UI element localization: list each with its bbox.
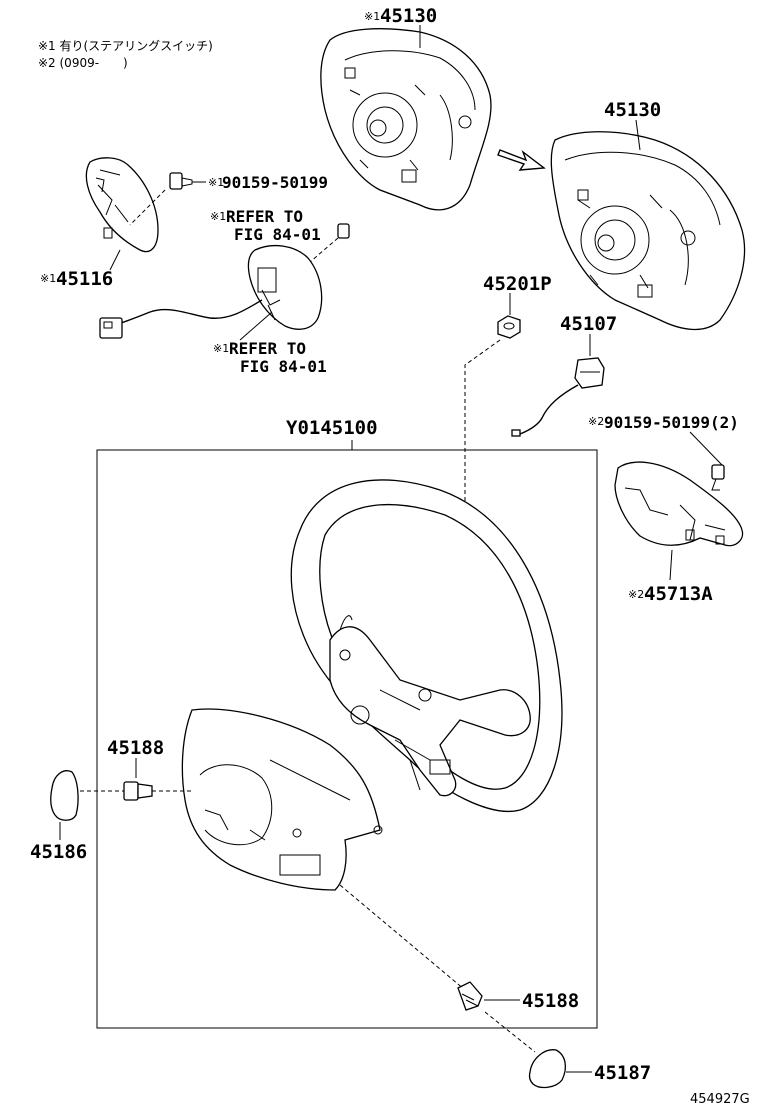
switch-cover-45116-drawing [85, 157, 159, 253]
lower-cover-drawing [181, 708, 383, 891]
flow-arrow-icon [497, 149, 546, 171]
screw-refer-drawing [309, 223, 350, 263]
label-Y0145100: Y0145100 [286, 417, 378, 439]
steering-wheel-drawing [290, 479, 563, 812]
refer-2-line-2: FIG 84-01 [240, 357, 327, 376]
note-2: ※2 (0909- ) [38, 56, 128, 70]
screw-45188-bottom-drawing [457, 981, 483, 1011]
label-45201P: 45201P [483, 273, 552, 295]
mark-45713A: ※2 [628, 588, 644, 601]
note-1: ※1 有り(ステアリングスイッチ) [38, 39, 213, 53]
label-90159-top: 90159-50199 [222, 173, 328, 192]
airbag-45130-top-drawing [320, 28, 492, 211]
assembly-frame [96, 449, 598, 1029]
airbag-45130-right-drawing [550, 131, 746, 331]
label-45713A: 45713A [644, 583, 713, 605]
cap-45187-drawing [528, 1049, 567, 1089]
label-45186: 45186 [30, 841, 87, 863]
screw-45188-left-drawing [123, 781, 153, 801]
label-45130-top: 45130 [380, 5, 437, 27]
refer-1-line-2: FIG 84-01 [234, 225, 321, 244]
steering-switch-drawing [99, 244, 323, 339]
label-45130-right: 45130 [604, 99, 661, 121]
mark-90159-top: ※1 [208, 176, 224, 189]
mark-45130-top: ※1 [364, 10, 380, 23]
refer-2-line-1: REFER TO [229, 339, 306, 358]
label-45116: 45116 [56, 268, 113, 290]
screw-90159-right-drawing [711, 464, 725, 491]
label-45188-left: 45188 [107, 737, 164, 759]
label-45187: 45187 [594, 1062, 651, 1084]
refer-1-line-1: REFER TO [226, 207, 303, 226]
mark-refer-1: ※1 [210, 210, 226, 223]
mark-refer-2: ※1 [213, 342, 229, 355]
horn-wire-45107-drawing [511, 357, 605, 437]
figure-id: 454927G [690, 1092, 750, 1107]
label-45188-bottom: 45188 [522, 990, 579, 1012]
cap-45186-drawing [50, 770, 79, 821]
nut-45201P-drawing [497, 315, 521, 339]
mark-90159-right: ※2 [588, 415, 604, 428]
label-45107: 45107 [560, 313, 617, 335]
label-90159-right: 90159-50199(2) [604, 413, 739, 432]
cover-45713A-drawing [614, 461, 744, 547]
mark-45116: ※1 [40, 272, 56, 285]
screw-90159-top-drawing [169, 172, 193, 190]
